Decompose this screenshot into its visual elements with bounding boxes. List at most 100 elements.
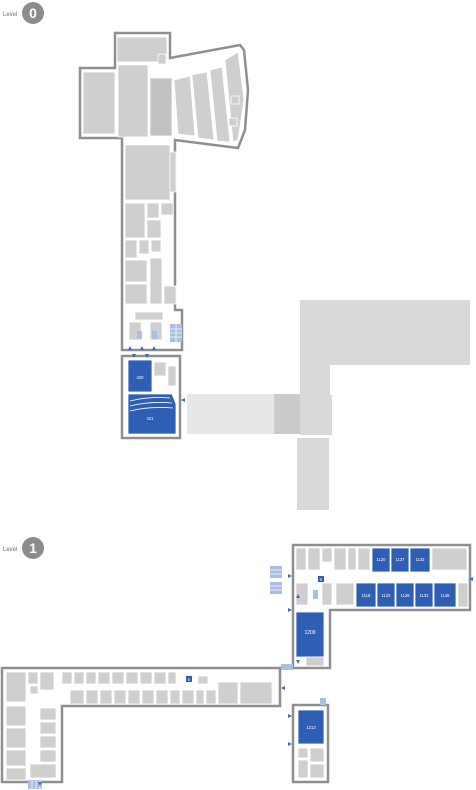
room: [149, 77, 173, 137]
room: [85, 671, 97, 685]
room: [82, 71, 116, 135]
room: [217, 681, 239, 705]
level-1-north-wing: 1120 1127 1133 1118 1122 1126 1132 1136 …: [270, 543, 473, 670]
room: [153, 361, 167, 377]
room: [157, 53, 167, 65]
room-1136-label: 1136: [440, 593, 450, 598]
entrance-arrow-icon: [128, 346, 132, 350]
room-1122-label: 1122: [381, 593, 391, 598]
room: [134, 311, 164, 321]
seating-rows: [129, 397, 174, 412]
room: [160, 202, 174, 216]
elevator-icon: E: [186, 676, 192, 682]
room: [39, 721, 57, 735]
room-1126: [395, 582, 415, 608]
room: [195, 689, 205, 705]
room: [138, 239, 150, 255]
room: [347, 547, 357, 571]
room: [113, 689, 127, 705]
room: [307, 547, 321, 571]
lecture-block-wall: [120, 354, 182, 440]
level-1-label: Level: [3, 547, 17, 553]
entrance-arrow-icon: [145, 354, 149, 358]
room: [295, 582, 309, 606]
room: [181, 689, 195, 705]
room: [5, 705, 27, 727]
room: [124, 283, 148, 305]
room: [124, 144, 171, 201]
room-420-label: 420: [137, 375, 145, 380]
level-0-lecture-block: 420 421: [120, 346, 185, 440]
room: [5, 767, 27, 781]
room: [149, 257, 163, 305]
room: [150, 239, 162, 253]
entrance-arrow-icon: [181, 398, 185, 402]
room: [97, 671, 111, 685]
entrance-arrow-icon: [132, 354, 136, 358]
room: [29, 685, 39, 695]
room: [5, 749, 27, 767]
room: [309, 763, 325, 779]
room-421-label: 421: [147, 416, 155, 421]
restroom-icon: [313, 590, 318, 599]
room: [146, 202, 160, 219]
covered-walkway: [187, 394, 274, 434]
room: [39, 735, 57, 749]
room: [29, 763, 57, 779]
room: [155, 689, 169, 705]
room: [228, 117, 238, 127]
svg-text:E: E: [188, 677, 191, 682]
entrance-arrow-icon: [288, 608, 292, 612]
stairs-icon: [281, 664, 293, 670]
room-1133: [409, 547, 431, 573]
room: [239, 681, 273, 705]
room: [167, 671, 177, 685]
level-1-west-wing: E: [0, 666, 285, 789]
room: [61, 671, 73, 685]
stairs-icon: [320, 698, 326, 705]
room: [141, 689, 155, 705]
room-1213: [297, 709, 325, 745]
room: [27, 671, 39, 685]
entrance-arrow-icon: [140, 346, 144, 350]
room: [297, 747, 309, 759]
room: [117, 64, 149, 138]
room-1118-label: 1118: [362, 593, 371, 598]
room: [333, 547, 347, 571]
room-1120-label: 1120: [376, 557, 386, 562]
room: [39, 749, 57, 763]
room: [124, 259, 148, 283]
level-1-number: 1: [29, 540, 37, 556]
room: [357, 547, 371, 571]
adjacent-building-block-2: [300, 395, 332, 435]
room-1209-label: 1209: [304, 630, 315, 636]
entrance-arrow-icon: [288, 574, 292, 578]
adjacent-building-block: [274, 394, 300, 434]
level-0-header: Level 0: [3, 2, 44, 24]
svg-text:E: E: [320, 577, 323, 582]
room: [139, 671, 153, 685]
entrance-arrow-icon: [296, 594, 300, 598]
room: [146, 219, 162, 239]
room: [163, 285, 177, 305]
auditorium-tier: [173, 75, 196, 137]
level-1-south-annex: 1213: [288, 698, 330, 784]
stairs-icon: [270, 566, 282, 594]
level-0-outer-wall: [78, 31, 250, 352]
entrance-arrow-icon: [296, 660, 300, 664]
level-1-badge: [22, 537, 44, 559]
room: [167, 365, 177, 387]
room: [5, 671, 27, 703]
level-1-header: Level 1: [3, 537, 44, 559]
room-1120: [371, 547, 391, 573]
room: [39, 707, 57, 721]
auditorium-tier: [209, 66, 231, 143]
room: [309, 747, 325, 763]
room: [457, 582, 469, 608]
level-0-label: Level: [3, 12, 17, 18]
room: [153, 671, 167, 685]
room: [321, 547, 333, 563]
room-1136: [433, 582, 457, 608]
level-0-building: [78, 31, 250, 352]
